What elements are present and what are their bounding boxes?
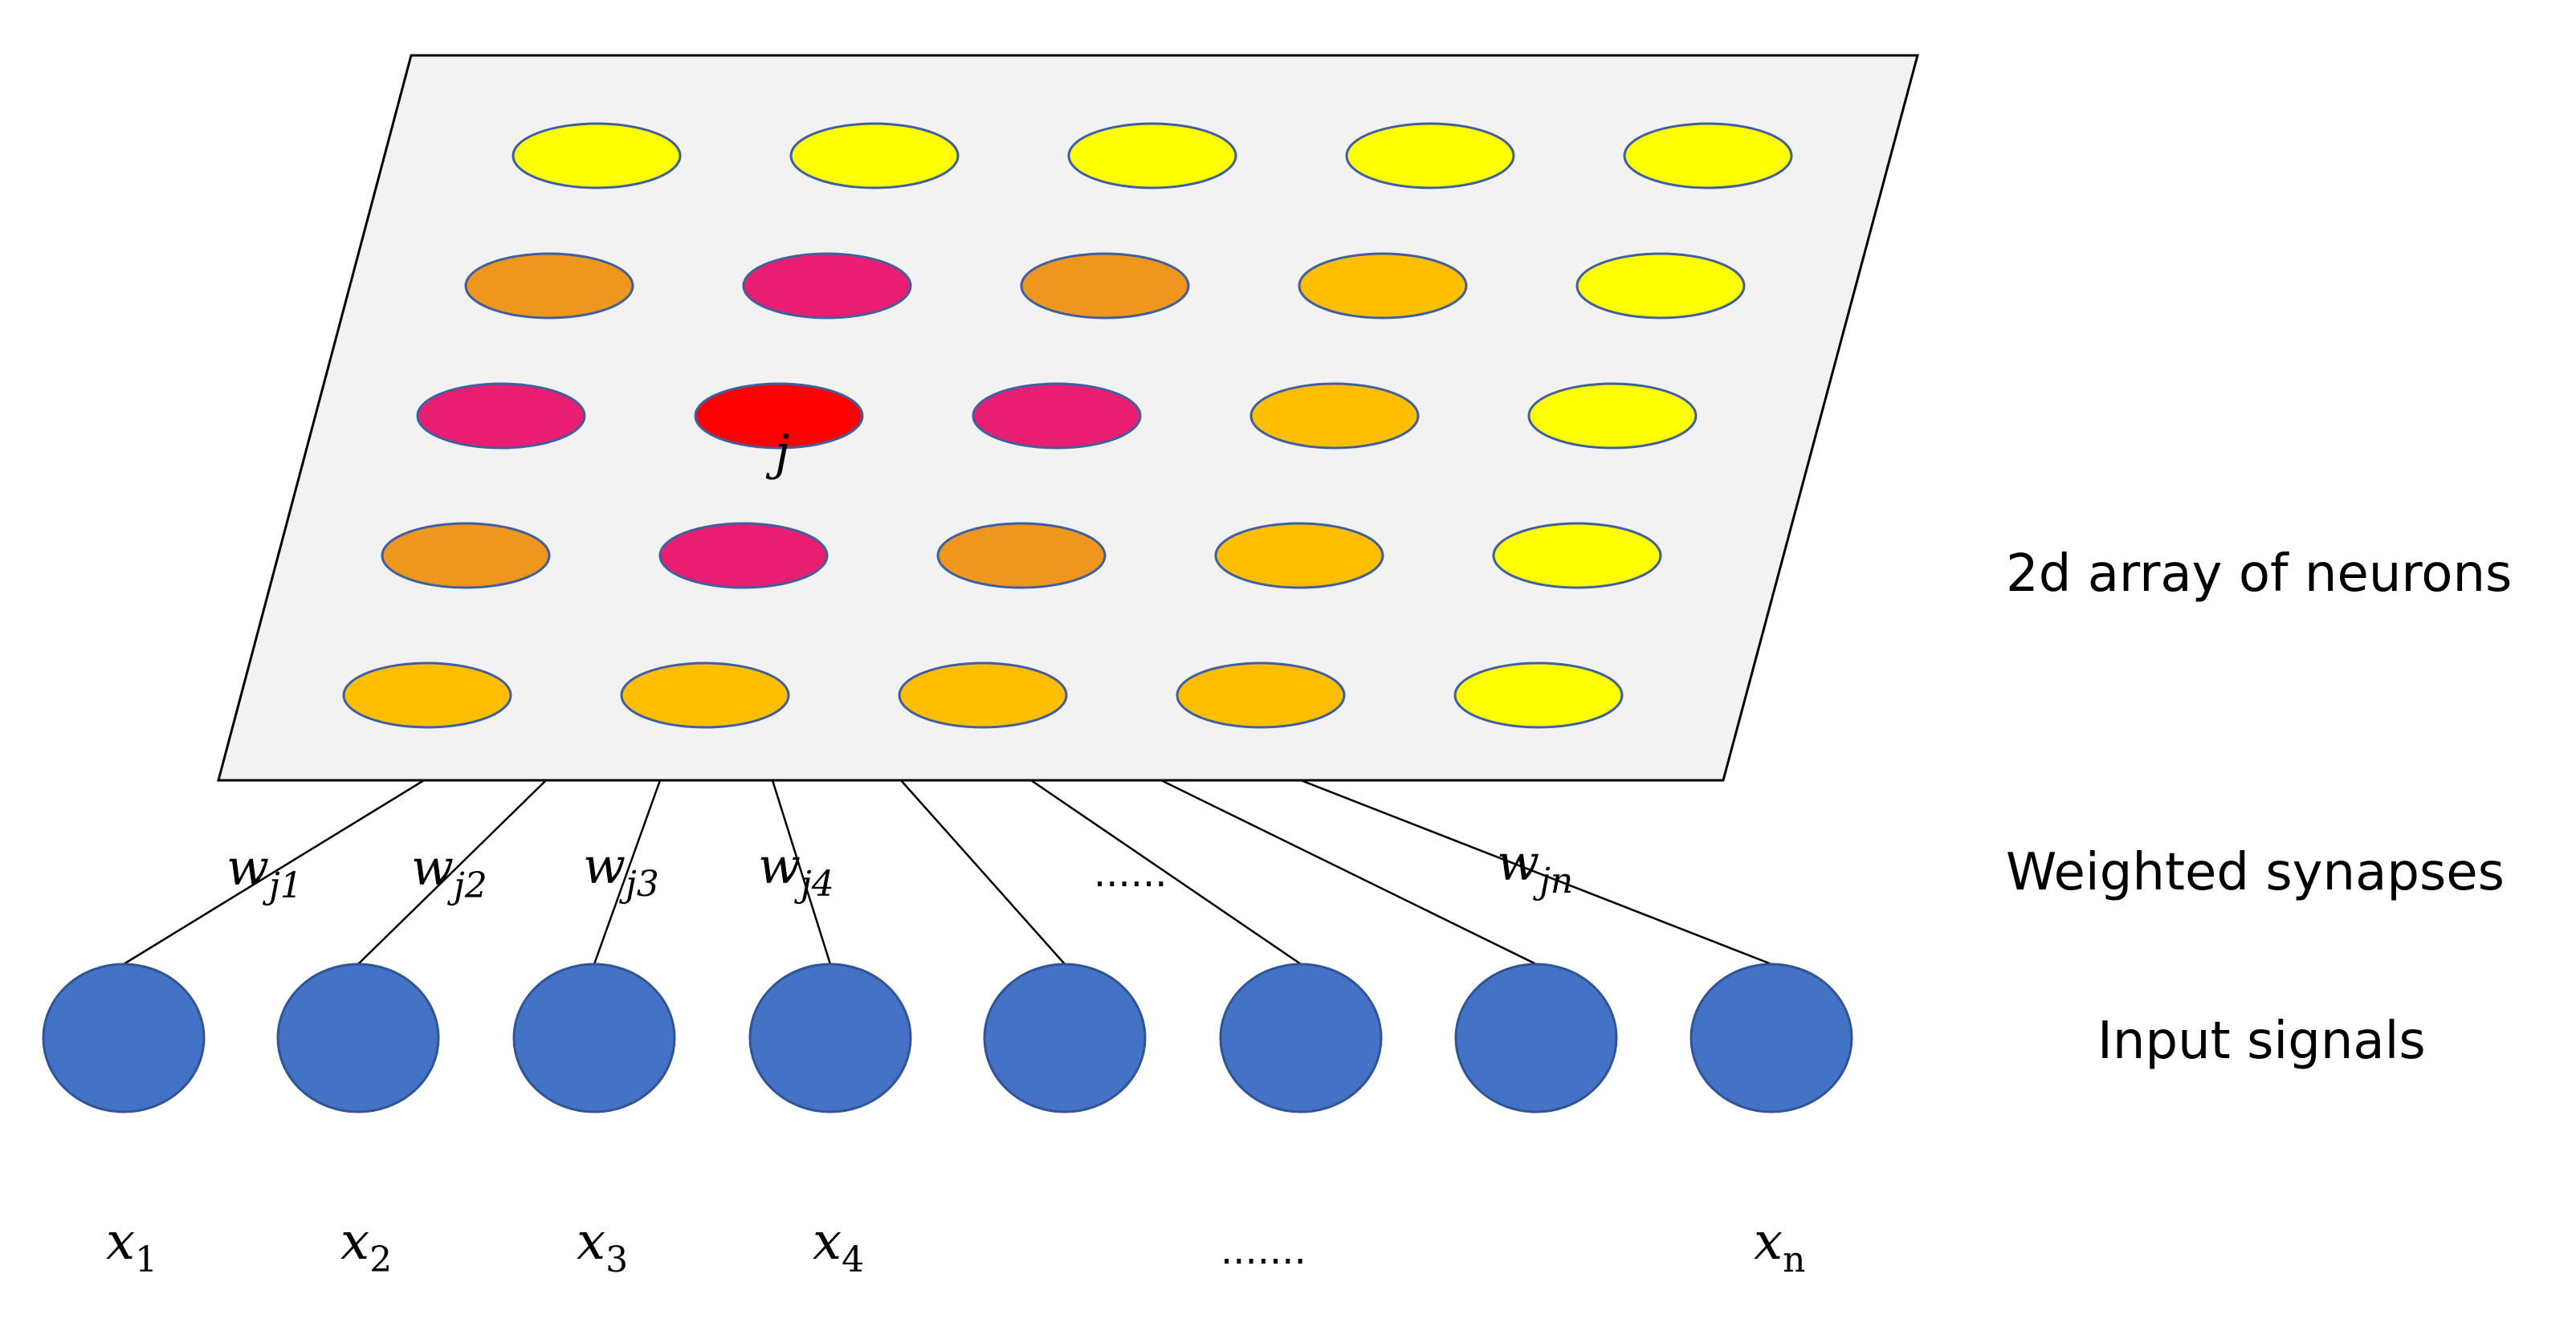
input-node-8 <box>1689 963 1853 1113</box>
input-label-n: xn <box>1754 1212 1805 1280</box>
neuron-r5-c5 <box>1453 661 1624 729</box>
input-labels: x1 x2 x3 x4 xn....... <box>106 1212 1805 1280</box>
synapse-line-7 <box>1160 779 1537 966</box>
neuron-r5-c4 <box>1176 661 1346 729</box>
input-node-1 <box>42 963 206 1113</box>
neuron-r2-c2 <box>742 252 912 320</box>
neuron-r5-c1 <box>342 661 512 729</box>
neuron-r4-c5 <box>1492 522 1662 589</box>
neuron-grid: j <box>342 122 1793 729</box>
synapse-line-6 <box>1030 779 1302 966</box>
neuron-r3-c3 <box>972 382 1142 450</box>
input-label-3: x3 <box>577 1212 628 1280</box>
neuron-r5-c3 <box>898 661 1068 729</box>
neuron-r1-c5 <box>1623 122 1793 189</box>
weight-label-j3: wj3 <box>583 836 659 905</box>
neuron-r3-c1 <box>416 382 586 450</box>
weight-labels: wj1 wj2 wj3 wj4 wjn...... <box>226 833 1573 906</box>
inputs-ellipsis: ....... <box>1221 1228 1306 1273</box>
neuron-r2-c4 <box>1298 252 1468 320</box>
neuron-r2-c3 <box>1020 252 1190 320</box>
input-nodes <box>42 963 1853 1113</box>
neuron-r1-c3 <box>1067 122 1237 189</box>
input-label-1: x1 <box>106 1212 157 1280</box>
weight-label-j1: wj1 <box>226 838 303 906</box>
input-node-5 <box>983 963 1147 1113</box>
input-label-2: x2 <box>340 1212 392 1280</box>
neuron-r4-c4 <box>1214 522 1384 589</box>
synapses-label: Weighted synapses <box>2006 843 2505 902</box>
neuron-r3-c2 <box>694 382 864 450</box>
neuron-r2-c5 <box>1575 252 1746 320</box>
synapse-lines <box>123 779 1772 966</box>
neuron-r3-c4 <box>1249 382 1420 450</box>
synapse-line-3 <box>593 780 662 965</box>
synapse-line-1 <box>123 779 425 966</box>
weight-label-j4: wj4 <box>758 836 834 905</box>
neuron-r1-c4 <box>1345 122 1515 189</box>
neuron-r3-c5 <box>1527 382 1698 450</box>
neuron-r4-c1 <box>381 522 551 589</box>
synapse-line-8 <box>1300 779 1772 966</box>
input-node-3 <box>512 963 676 1113</box>
neuron-r1-c1 <box>512 122 682 189</box>
weight-label-j2: wj2 <box>411 838 487 906</box>
input-node-6 <box>1219 963 1383 1113</box>
array-label: 2d array of neurons <box>2006 544 2512 604</box>
neuron-r4-c3 <box>936 522 1107 589</box>
input-label-4: x4 <box>813 1212 864 1280</box>
neuron-r2-c1 <box>464 252 634 320</box>
synapse-line-5 <box>900 780 1066 965</box>
weights-ellipsis: ...... <box>1094 851 1168 896</box>
synapse-line-2 <box>357 780 547 965</box>
inputs-label: Input signals <box>2097 1012 2426 1071</box>
synapse-line-4 <box>771 780 832 965</box>
neuron-r4-c2 <box>658 522 829 589</box>
input-node-4 <box>748 963 912 1113</box>
neuron-r1-c2 <box>789 122 960 189</box>
input-node-7 <box>1454 963 1618 1113</box>
neuron-r5-c2 <box>620 661 790 729</box>
weight-label-jn: wjn <box>1497 833 1573 902</box>
input-node-2 <box>276 963 440 1113</box>
